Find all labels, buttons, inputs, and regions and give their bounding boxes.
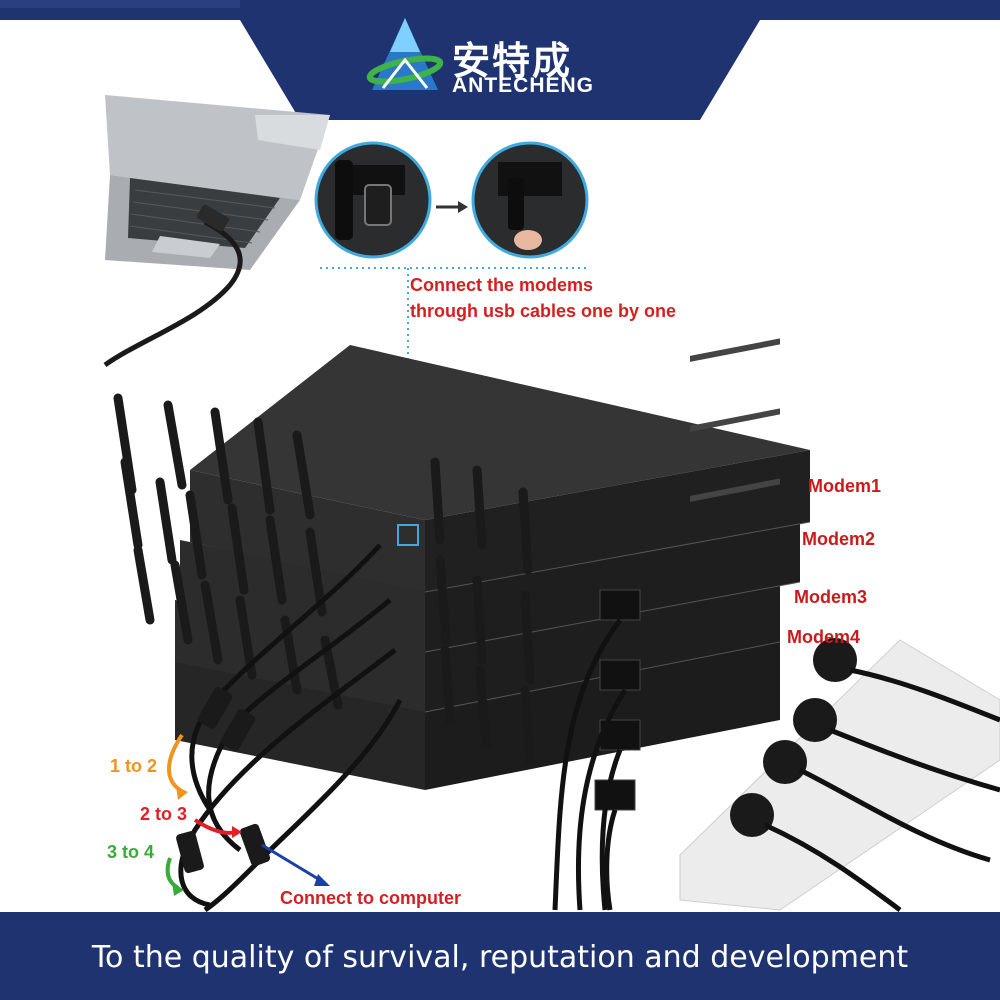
usb-zoom-after [471,141,589,259]
footer-slogan: To the quality of survival, reputation a… [91,940,909,975]
arrow-icon [436,201,468,213]
bottom-banner [0,912,1000,1000]
callout-text: Connect the modems through usb cables on… [410,272,676,324]
usb-zoom-before [314,141,432,259]
modem4-label: Modem4 [787,627,861,647]
step-1-to-2: 1 to 2 [110,756,158,776]
brand-name-cn: 安特成 [452,39,573,83]
modem2-label: Modem2 [802,529,876,549]
step-3-to-4: 3 to 4 [107,842,155,862]
top-banner [0,0,1000,120]
modem1-label: Modem1 [808,476,882,496]
callout-line2: through usb cables one by one [410,301,677,321]
ferrite-cores [176,687,271,874]
connect-to-computer-label: Connect to computer [280,888,462,908]
product-illustration [103,95,1000,912]
step-2-to-3: 2 to 3 [140,804,188,824]
laptop-image [105,95,330,270]
logo-icon [366,18,444,90]
callout-line1: Connect the modems [410,275,594,295]
brand-name-en: ANTECHENG [452,74,595,97]
modem-stack [175,338,811,811]
power-strip [679,638,1000,911]
modem3-label: Modem3 [794,587,868,607]
